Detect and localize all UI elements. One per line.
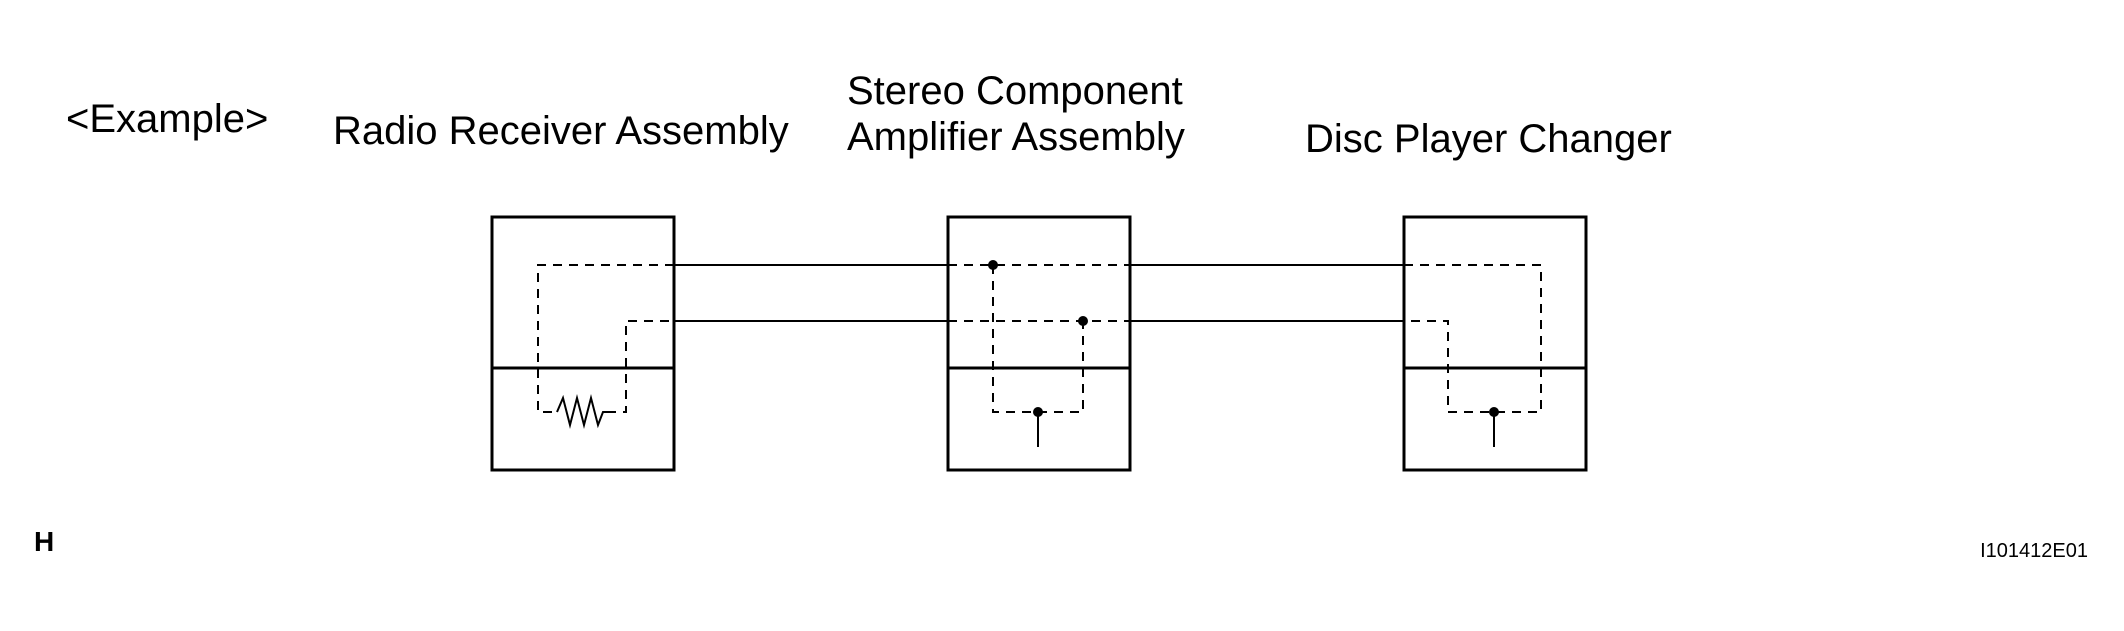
stereo-amplifier-label: Stereo Component Amplifier Assembly bbox=[847, 68, 1185, 160]
resistor-symbol bbox=[556, 394, 607, 429]
example-label: <Example> bbox=[66, 97, 269, 141]
h-mark-label: H bbox=[34, 526, 55, 557]
figure-code-label: I101412E01 bbox=[1980, 540, 2088, 562]
disc-player-box bbox=[1402, 215, 1588, 472]
radio-receiver-label: Radio Receiver Assembly bbox=[333, 109, 789, 153]
ground-leads bbox=[1037, 412, 1495, 447]
stereo-label-line1: Stereo Component bbox=[847, 69, 1183, 113]
stereo-internal-circuit-outer bbox=[948, 264, 1130, 413]
disc-internal-circuit bbox=[1404, 264, 1542, 413]
junction-dots bbox=[988, 260, 1499, 417]
stereo-amplifier-box bbox=[946, 215, 1132, 472]
disc-player-label: Disc Player Changer bbox=[1305, 117, 1672, 161]
stereo-label-line2: Amplifier Assembly bbox=[847, 115, 1185, 159]
interconnect-wires bbox=[674, 264, 1404, 322]
radio-receiver-box bbox=[490, 215, 676, 472]
radio-internal-circuit bbox=[537, 264, 674, 413]
